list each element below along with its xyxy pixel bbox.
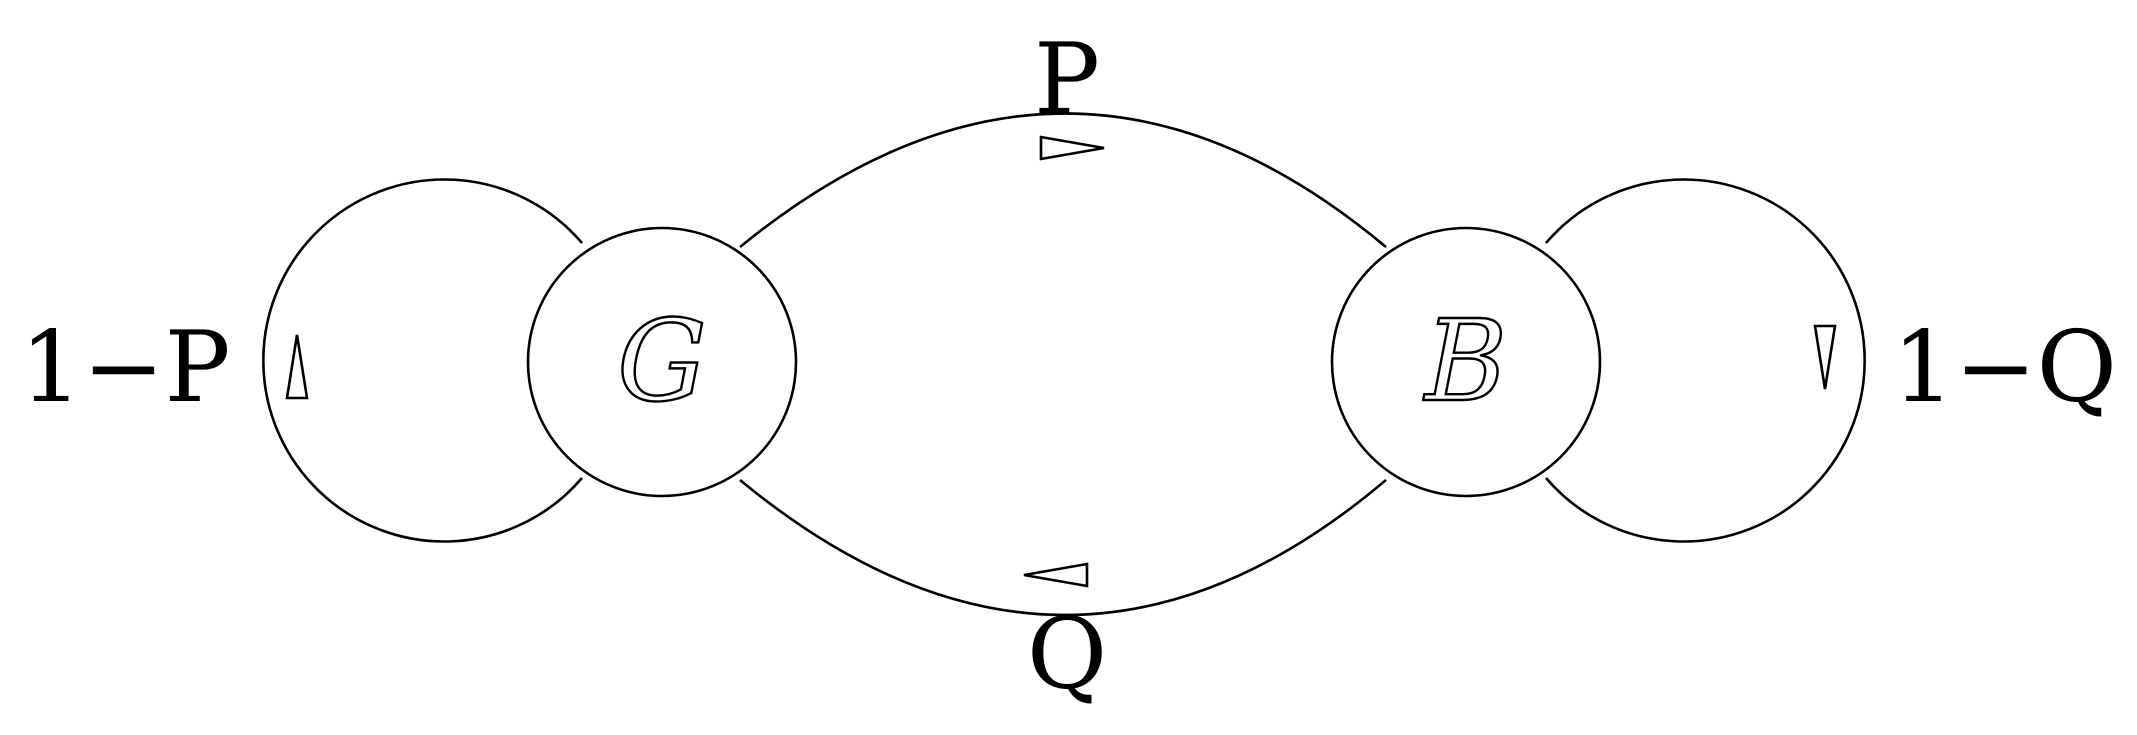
edge-bad-to-good-arc [739, 478, 1387, 617]
edge-bad-to-good [739, 478, 1387, 617]
good-self-loop [262, 178, 583, 543]
edge-good-to-bad-arc [739, 112, 1387, 249]
bad-self-loop-arrowhead [1813, 324, 1837, 390]
node-bad-circle [1330, 226, 1602, 498]
edge-bad-to-good-label: Q [1027, 598, 1107, 712]
good-self-loop-arrowhead [285, 334, 309, 400]
bad-self-loop [1545, 178, 1866, 543]
edge-good-to-bad-arrowhead [1039, 135, 1105, 161]
node-good-label: G [617, 297, 706, 427]
node-good: G [526, 226, 798, 498]
bad-self-loop-arc [1545, 178, 1866, 543]
node-bad-label: B [1423, 297, 1507, 427]
good-self-loop-label: 1−P [20, 311, 230, 425]
good-self-loop-arc [262, 178, 583, 543]
edge-bad-to-good-arrowhead [1023, 562, 1089, 588]
edge-good-to-bad-label: P [1034, 23, 1100, 137]
edge-good-to-bad [739, 112, 1387, 249]
node-good-circle [526, 226, 798, 498]
node-bad: B [1330, 226, 1602, 498]
bad-self-loop-label: 1−Q [1892, 311, 2117, 425]
